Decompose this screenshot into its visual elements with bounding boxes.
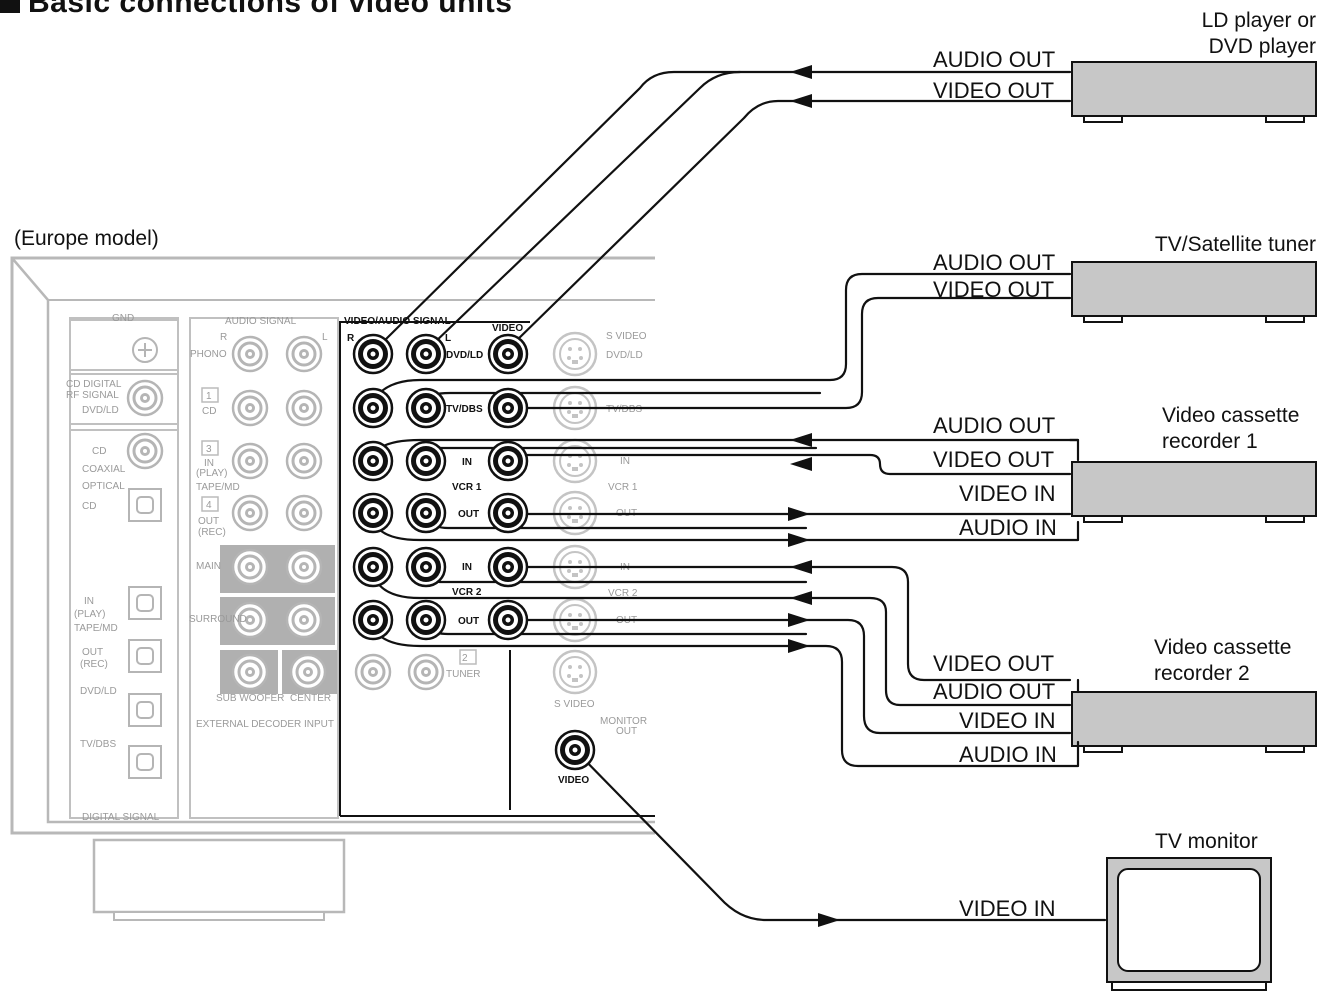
panel-digital-signal: DIGITAL SIGNAL — [82, 812, 160, 823]
device-ld-dvd-line2: DVD player — [1208, 35, 1316, 58]
label-vcr1-video-in: VIDEO IN — [959, 481, 1056, 506]
panel-audio-signal: AUDIO SIGNAL — [225, 316, 297, 327]
device-ld-dvd-line1: LD player or — [1201, 9, 1316, 32]
label-vcr2-audio-in: AUDIO IN — [959, 742, 1057, 767]
panel-in-svideo-vcr1: IN — [620, 456, 630, 467]
device-tv-monitor: TV monitor — [1155, 829, 1258, 855]
video-audio-signal-block: VIDEO/AUDIO SIGNAL VIDEO R L DVD/LD TV/D… — [339, 316, 655, 817]
panel-num-1: 1 — [206, 391, 212, 402]
panel-dvd-ld-jack: DVD/LD — [446, 350, 483, 361]
panel-video-col: VIDEO — [492, 323, 523, 334]
panel-video-monitor-jack: VIDEO — [558, 775, 589, 786]
panel-tv-dbs-svideo: TV/DBS — [606, 404, 642, 415]
panel-vcr2-svideo: VCR 2 — [608, 588, 638, 599]
panel-surround: SURROUND — [189, 614, 247, 625]
panel-cd-audio: CD — [202, 406, 216, 417]
panel-num-3: 3 — [206, 444, 212, 455]
device-vcr1-line1: Video cassette — [1162, 404, 1300, 427]
panel-external-decoder: EXTERNAL DECODER INPUT — [196, 719, 334, 730]
panel-monitor: MONITOR — [600, 716, 647, 727]
panel-main: MAIN — [196, 561, 221, 572]
panel-phono: PHONO — [190, 349, 227, 360]
panel-tape-md-dig: TAPE/MD — [74, 623, 118, 634]
panel-coaxial: COAXIAL — [82, 464, 126, 475]
title-bullet — [0, 0, 20, 13]
panel-r-mark-2: R — [347, 333, 355, 344]
panel-monitor-out: OUT — [616, 726, 637, 737]
device-vcr2-line2: recorder 2 — [1154, 662, 1250, 685]
label-vcr1-video-out: VIDEO OUT — [933, 447, 1055, 472]
device-vcr1-line2: recorder 1 — [1162, 430, 1258, 453]
panel-vcr1: VCR 1 — [452, 482, 482, 493]
panel-center: CENTER — [290, 693, 331, 704]
panel-tape-md: TAPE/MD — [196, 482, 240, 493]
label-vcr2-audio-out: AUDIO OUT — [933, 679, 1056, 704]
panel-dvd-ld: DVD/LD — [82, 405, 119, 416]
panel-cd-digital: CD DIGITAL — [66, 379, 122, 390]
panel-r-mark-1: R — [220, 332, 227, 343]
label-vcr2-video-in: VIDEO IN — [959, 708, 1056, 733]
label-ld-video-out: VIDEO OUT — [933, 78, 1055, 103]
panel-in-vcr2: IN — [462, 562, 472, 573]
panel-sub-woofer: SUB WOOFER — [216, 693, 284, 704]
panel-out-vcr1: OUT — [458, 509, 479, 520]
device-vcr2-line1: Video cassette — [1154, 636, 1292, 659]
signal-arrows — [788, 65, 840, 927]
panel-out-tape: OUT — [82, 647, 103, 658]
panel-out-vcr2: OUT — [458, 616, 479, 627]
panel-in-vcr1: IN — [462, 457, 472, 468]
panel-l-mark-2: L — [445, 333, 451, 344]
panel-s-video-col: S VIDEO — [606, 331, 647, 342]
panel-dvd-ld-dig: DVD/LD — [80, 686, 117, 697]
panel-s-video-bottom: S VIDEO — [554, 699, 595, 710]
label-monitor-video-in: VIDEO IN — [959, 896, 1056, 921]
panel-cd: CD — [92, 446, 106, 457]
panel-vcr1-svideo: VCR 1 — [608, 482, 638, 493]
panel-tv-dbs-dig: TV/DBS — [80, 739, 116, 750]
device-vcr2: Video cassette recorder 2 — [1154, 635, 1291, 687]
panel-rec-tape: (REC) — [80, 659, 108, 670]
panel-cd-optical: CD — [82, 501, 96, 512]
page-title: Basic connections of video units — [0, 0, 512, 20]
panel-play-tape: (PLAY) — [74, 609, 106, 620]
panel-play-3: (PLAY) — [196, 468, 228, 479]
device-ld-dvd-player: LD player or DVD player — [1186, 8, 1316, 60]
device-vcr1: Video cassette recorder 1 — [1162, 403, 1299, 455]
cables — [371, 70, 1107, 922]
panel-num-4: 4 — [206, 500, 212, 511]
label-vcr1-audio-out: AUDIO OUT — [933, 413, 1056, 438]
panel-gnd: GND — [112, 313, 134, 324]
title-text: Basic connections of video units — [28, 0, 513, 19]
device-tv-sat-line1: TV/Satellite tuner — [1154, 233, 1316, 256]
panel-vcr2: VCR 2 — [452, 587, 482, 598]
panel-dvd-ld-svideo: DVD/LD — [606, 350, 643, 361]
device-tv-satellite-tuner: TV/Satellite tuner — [1100, 232, 1316, 258]
model-note: (Europe model) — [14, 227, 159, 250]
panel-optical: OPTICAL — [82, 481, 125, 492]
panel-rf-signal: RF SIGNAL — [66, 390, 119, 401]
panel-num-2: 2 — [462, 653, 468, 664]
receiver-rear-panel: GND AUDIO SIGNAL R L PHONO CD DIGITAL RF… — [10, 256, 655, 921]
label-vcr1-audio-in: AUDIO IN — [959, 515, 1057, 540]
device-boxes — [1071, 61, 1317, 991]
panel-rec-4: (REC) — [198, 527, 226, 538]
label-tv-video-out: VIDEO OUT — [933, 277, 1055, 302]
device-tv-monitor-line1: TV monitor — [1155, 830, 1258, 853]
label-tv-audio-out: AUDIO OUT — [933, 250, 1056, 275]
panel-l-mark-1: L — [322, 332, 328, 343]
label-ld-audio-out: AUDIO OUT — [933, 47, 1056, 72]
panel-tuner: TUNER — [446, 669, 480, 680]
label-vcr2-video-out: VIDEO OUT — [933, 651, 1055, 676]
panel-video-audio-signal: VIDEO/AUDIO SIGNAL — [344, 316, 451, 327]
panel-out-4: OUT — [198, 516, 219, 527]
panel-in-3: IN — [204, 458, 214, 469]
panel-tv-dbs-jack: TV/DBS — [446, 404, 483, 415]
panel-in-tape: IN — [84, 596, 94, 607]
